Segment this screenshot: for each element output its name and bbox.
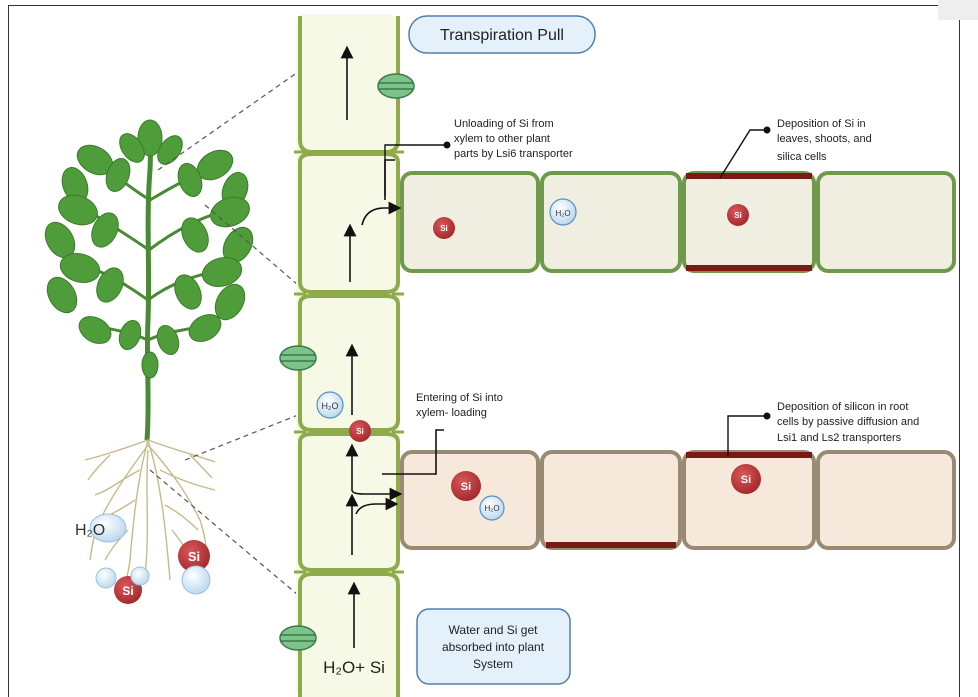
h2o-plus-si-label: H₂O+ Si xyxy=(323,658,385,677)
root-cell-h2o-label: H₂O xyxy=(484,504,499,513)
entering-text-line1: Entering of Si into xyxy=(416,392,503,404)
transpiration-pull-pill: Transpiration Pull xyxy=(408,15,596,54)
deposition-root-line2: cells by passive diffusion and xyxy=(777,416,919,428)
root-cell-row: Si H₂O Si xyxy=(400,450,956,550)
annotation-leader-lines xyxy=(384,129,766,456)
deposition-root-line1: Deposition of silicon in root xyxy=(777,401,908,413)
entering-text-line2: xylem- loading xyxy=(416,407,487,419)
deposition-leaves-line2: leaves, shoots, and xyxy=(777,133,872,145)
absorption-info-box: Water and Si get absorbed into plant Sys… xyxy=(416,608,571,685)
leaf-si-label-2: Si xyxy=(734,211,742,220)
root-h2o-label: H₂O xyxy=(75,522,105,539)
leader-dots xyxy=(443,126,771,420)
unloading-text-line1: Unloading of Si from xyxy=(454,118,554,130)
root-molecules: H₂O Si Si xyxy=(75,513,211,604)
xylem-vessel xyxy=(294,14,404,697)
leaf-si-label-1: Si xyxy=(440,224,448,233)
leaf-h2o-label: H₂O xyxy=(555,209,570,218)
absorption-line3: System xyxy=(473,657,513,671)
transpiration-pull-label: Transpiration Pull xyxy=(440,27,564,44)
absorption-line1: Water and Si get xyxy=(449,623,539,637)
root-si-label-2: Si xyxy=(122,584,133,598)
absorption-line2: absorbed into plant xyxy=(442,640,545,654)
annotation-texts: Unloading of Si from xylem to other plan… xyxy=(416,118,919,444)
zoom-connector-lines xyxy=(149,71,299,596)
deposition-leaves-line1: Deposition of Si in xyxy=(777,118,866,130)
soybean-plant-icon xyxy=(44,119,254,591)
xylem-h2o-label: H₂O xyxy=(322,401,339,411)
root-si-label: Si xyxy=(188,549,200,564)
figure-frame xyxy=(8,5,960,697)
root-cell-si-label-1: Si xyxy=(461,481,471,493)
unloading-text-line3: parts by Lsi6 transporter xyxy=(454,148,573,160)
xylem-si-label: Si xyxy=(356,427,364,436)
transporter-channel-icons xyxy=(279,73,415,651)
root-cell-si-label-2: Si xyxy=(741,474,751,486)
unloading-text-line2: xylem to other plant xyxy=(454,133,550,145)
deposition-root-line3: Lsi1 and Ls2 transporters xyxy=(777,432,902,444)
corner-patch xyxy=(938,0,978,20)
xylem-molecules: H₂O Si xyxy=(316,391,371,442)
leaf-cell-row: Si H₂O Si xyxy=(400,171,956,273)
deposition-leaves-line3: silica cells xyxy=(777,151,827,163)
